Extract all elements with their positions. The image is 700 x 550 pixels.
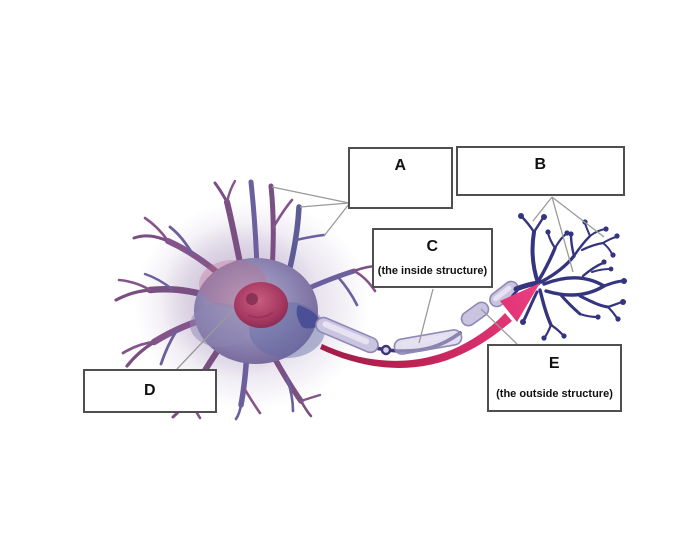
leader-lines [176,186,605,370]
label-a-letter: A [394,157,407,174]
label-box-a[interactable]: A [348,147,453,209]
leader-a-3 [323,203,350,237]
leader-b-1 [532,196,553,222]
leader-a-1 [271,186,350,204]
leader-b-2 [551,196,574,273]
axon-terminals [504,213,627,341]
leader-c [418,288,434,344]
node-of-ranvier [380,344,392,356]
label-c-letter: C [426,238,439,255]
label-b-letter: B [534,156,547,173]
myelin-sheath [315,280,519,356]
leader-d [176,310,233,370]
label-box-d[interactable]: D [83,369,217,413]
arrowhead [500,283,540,322]
label-box-b[interactable]: B [456,146,625,196]
label-box-c[interactable]: C (the inside structure) [372,228,493,288]
label-box-e[interactable]: E (the outside structure) [487,344,622,412]
label-e-letter: E [548,355,561,372]
signal-arrow [320,283,540,368]
label-e-sublabel: (the outside structure) [496,388,613,400]
leader-b-3 [551,196,605,238]
leader-e [480,308,518,345]
label-c-sublabel: (the inside structure) [377,265,488,277]
leader-a-2 [299,202,350,208]
cell-body [190,258,325,364]
label-d-letter: D [143,382,157,399]
nucleus [234,282,288,328]
